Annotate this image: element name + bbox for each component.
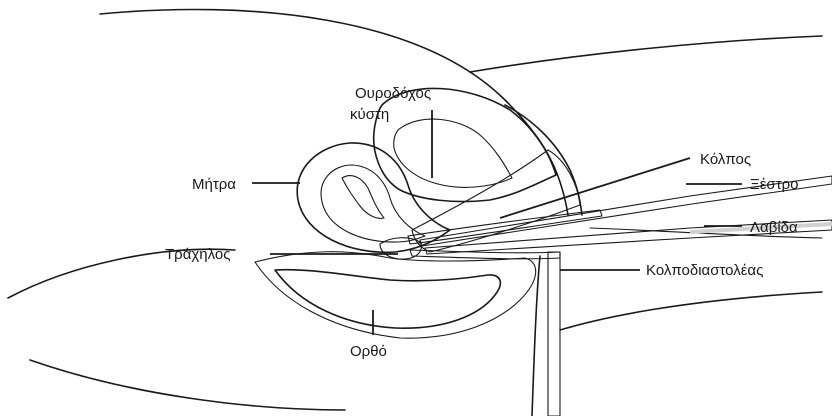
label-bladder-line2: κύστη bbox=[350, 106, 389, 123]
bladder-inner bbox=[394, 119, 512, 187]
speculum-handle-edge bbox=[532, 256, 540, 416]
label-scraper: Ξέστρο bbox=[750, 176, 799, 193]
rectum-shape bbox=[275, 270, 500, 328]
uterus-shape bbox=[297, 143, 450, 252]
thigh-outline bbox=[470, 36, 822, 72]
perineum-outline bbox=[560, 292, 822, 330]
label-uterus: Μήτρα bbox=[192, 176, 236, 193]
uterus-cavity bbox=[321, 165, 425, 242]
label-bladder-line1: Ουροδόχος bbox=[355, 85, 431, 102]
label-cervix: Τράχηλος bbox=[165, 246, 230, 263]
speculum-handle bbox=[548, 252, 560, 416]
bladder-outer bbox=[374, 88, 556, 201]
label-speculum: Κολποδιαστολέας bbox=[646, 262, 763, 279]
label-forceps: Λαβίδα bbox=[750, 219, 798, 236]
vaginal-wall-top bbox=[505, 105, 582, 215]
endometrium bbox=[342, 176, 384, 219]
pelvic-tissue bbox=[255, 252, 536, 338]
label-vagina: Κόλπος bbox=[700, 151, 751, 168]
buttock-outline bbox=[30, 360, 345, 410]
label-rectum: Ορθό bbox=[350, 343, 387, 360]
abdomen-outline bbox=[100, 9, 568, 215]
